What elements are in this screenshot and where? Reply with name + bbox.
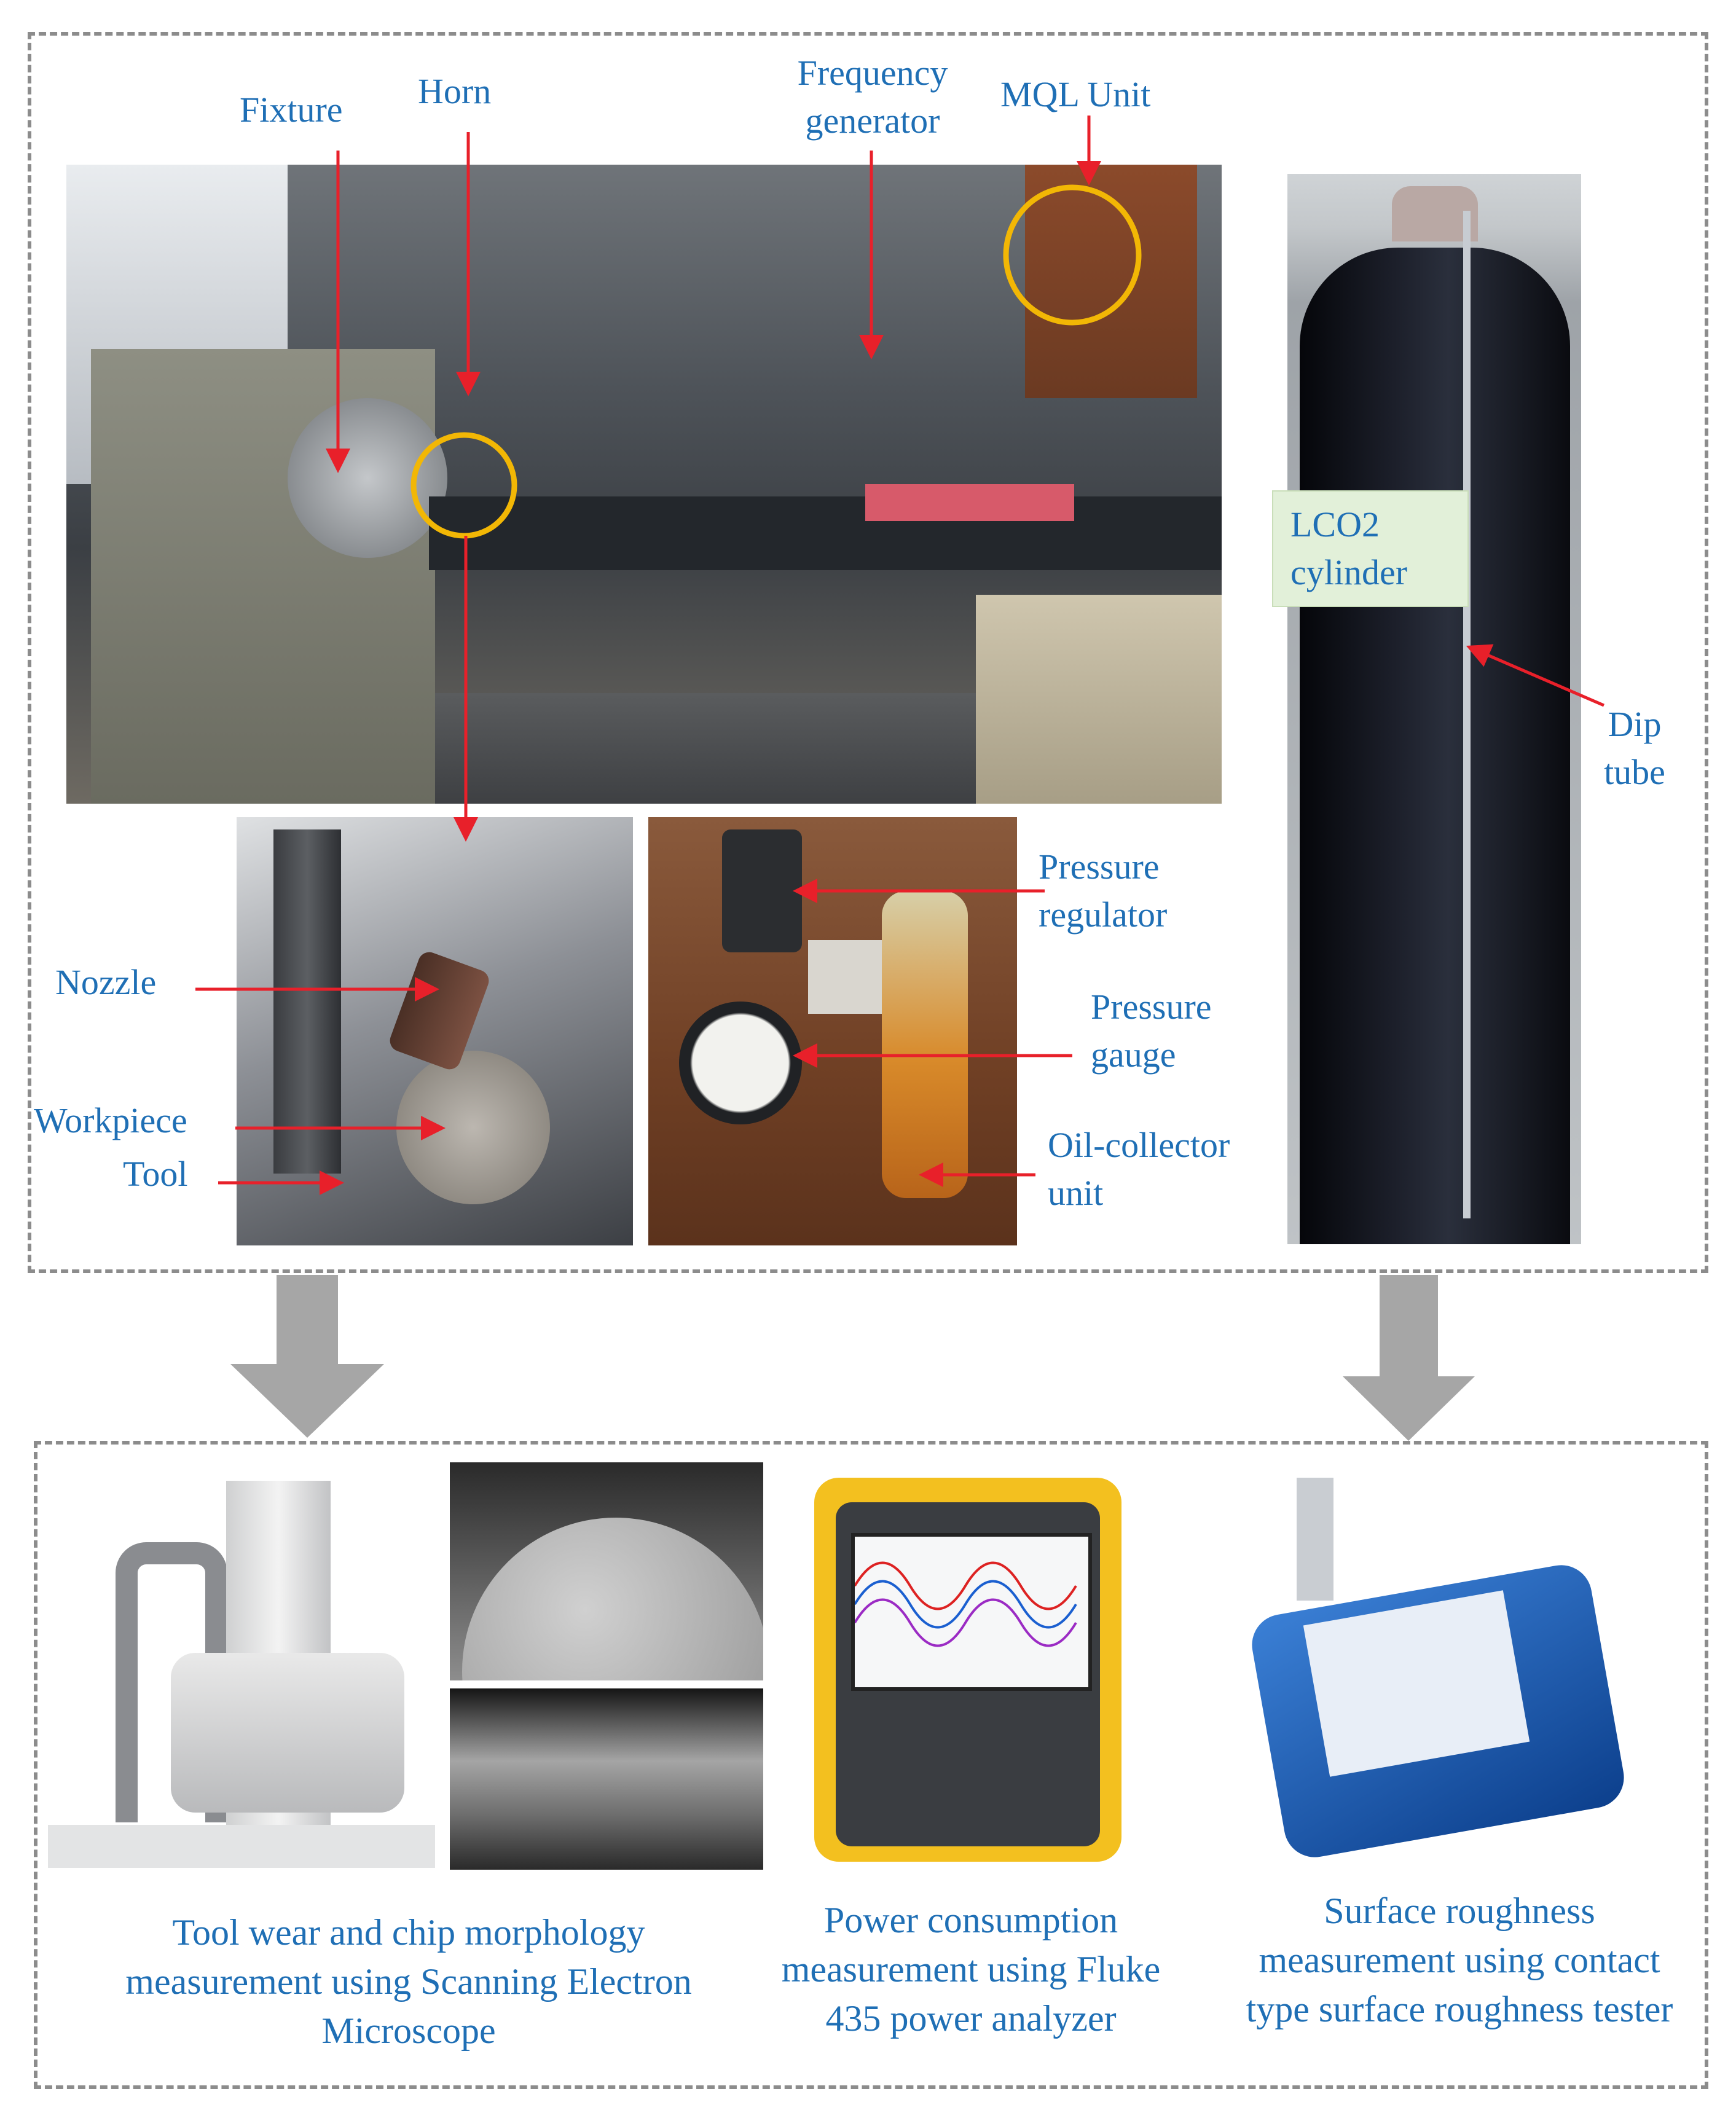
pressure-regulator-label-line1: Pressure <box>1039 847 1160 887</box>
mql-highlight-ellipse <box>1003 184 1142 326</box>
lco2-cylinder-photo <box>1287 174 1581 1244</box>
roughness-caption: Surface roughness measurement using cont… <box>1214 1886 1705 2034</box>
pressure-gauge-label-line2: gauge <box>1091 1035 1176 1075</box>
pressure-regulator-label: Pressure regulator <box>1039 843 1167 939</box>
sem-caption: Tool wear and chip morphology measuremen… <box>61 1908 756 2055</box>
pressure-gauge-label: Pressure gauge <box>1091 983 1212 1079</box>
dip-tube-label-line2: tube <box>1604 752 1665 792</box>
horn-label: Horn <box>418 71 492 111</box>
pressure-gauge-label-line1: Pressure <box>1091 987 1212 1027</box>
mql-unit-label: MQL Unit <box>1000 74 1151 114</box>
frequency-generator-label-line1: Frequency <box>797 53 948 93</box>
setup-frame <box>28 32 1708 1273</box>
tool-label: Tool <box>123 1154 188 1194</box>
surface-roughness-tester-photo <box>1241 1478 1635 1859</box>
sem-tool-wear-image <box>450 1462 763 1680</box>
frequency-generator-label: Frequency generator <box>780 49 965 145</box>
oil-collector-label-line1: Oil-collector <box>1048 1125 1230 1165</box>
pressure-regulator-label-line2: regulator <box>1039 895 1168 935</box>
sem-caption-line3: Microscope <box>321 2010 496 2051</box>
dip-tube-pointer-arrow <box>1466 644 1604 707</box>
workpiece-label: Workpiece <box>34 1100 187 1140</box>
roughness-caption-line1: Surface roughness <box>1324 1891 1595 1931</box>
sem-microscope-photo <box>48 1456 435 1868</box>
oil-collector-label-line2: unit <box>1048 1173 1104 1213</box>
nozzle-closeup-photo <box>237 817 633 1245</box>
sem-chip-morphology-image <box>450 1688 763 1870</box>
oil-collector-label: Oil-collector unit <box>1048 1121 1230 1217</box>
lco2-cylinder-label-box <box>1272 490 1469 607</box>
nozzle-label: Nozzle <box>55 962 157 1002</box>
lco2-cylinder-label: LCO2 cylinder <box>1290 501 1407 597</box>
right-flow-arrow <box>1343 1275 1475 1441</box>
sem-caption-line2: measurement using Scanning Electron <box>125 1961 692 2002</box>
lco2-cylinder-label-line2: cylinder <box>1290 552 1408 592</box>
lco2-cylinder-label-line1: LCO2 <box>1290 504 1380 544</box>
mql-closeup-photo <box>648 817 1017 1245</box>
left-flow-arrow <box>230 1275 384 1438</box>
lathe-setup-photo <box>66 165 1222 804</box>
measurement-frame <box>34 1441 1708 2089</box>
sem-caption-line1: Tool wear and chip morphology <box>172 1912 645 1953</box>
power-waveform-graphic <box>854 1561 1077 1647</box>
power-caption-line3: 435 power analyzer <box>825 1998 1117 2039</box>
fixture-label: Fixture <box>240 90 343 130</box>
roughness-caption-line3: type surface roughness tester <box>1246 1989 1673 2029</box>
dip-tube-label-line1: Dip <box>1608 704 1662 744</box>
power-caption-line1: Power consumption <box>823 1900 1118 1940</box>
power-caption: Power consumption measurement using Fluk… <box>756 1896 1186 2043</box>
frequency-generator-label-line2: generator <box>805 101 940 141</box>
power-caption-line2: measurement using Fluke <box>781 1949 1161 1990</box>
dip-tube-label: Dip tube <box>1585 700 1684 796</box>
horn-highlight-circle <box>410 432 517 539</box>
roughness-caption-line2: measurement using contact <box>1259 1940 1660 1980</box>
fluke-power-analyzer-photo <box>771 1465 1158 1865</box>
